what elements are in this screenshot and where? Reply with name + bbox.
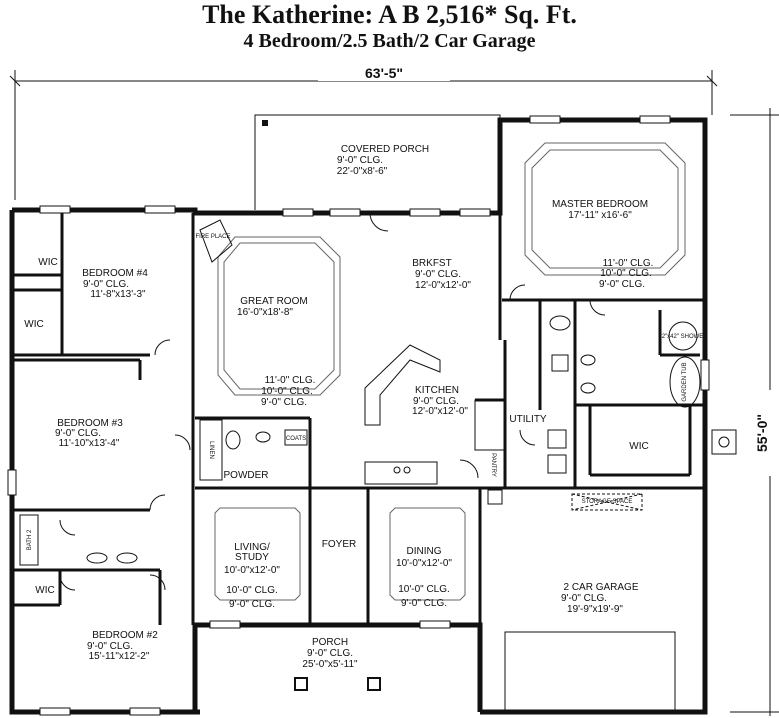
- brkfst-clg: 9'-0" CLG.: [415, 269, 461, 280]
- covered-porch-clg: 9'-0" CLG.: [337, 155, 383, 166]
- porch-size: 25'-0"x5'-11": [302, 659, 358, 670]
- dining-size: 10'-0"x12'-0": [396, 558, 452, 569]
- living-clg-1: 10'-0" CLG.: [226, 585, 278, 596]
- master-bedroom-size: 17'-11" x16'-6": [568, 210, 632, 221]
- bedroom3-clg: 9'-0" CLG.: [55, 428, 101, 439]
- living-clg-2: 9'-0" CLG.: [229, 599, 275, 610]
- kitchen-island: [364, 344, 441, 426]
- master-bedroom-name: MASTER BEDROOM: [552, 199, 648, 210]
- great-room-clg-2: 10'-0" CLG.: [261, 386, 313, 397]
- fireplace: [199, 219, 233, 263]
- width-dimension: 63'-5": [365, 65, 403, 81]
- depth-dimension: 55'-0": [754, 414, 770, 452]
- bedroom2-name: BEDROOM #2: [92, 630, 158, 641]
- linen-label: LINEN: [208, 441, 214, 459]
- covered-porch-name: COVERED PORCH: [341, 144, 429, 155]
- garage-name: 2 CAR GARAGE: [563, 582, 638, 593]
- plan-subtitle: 4 Bedroom/2.5 Bath/2 Car Garage: [243, 30, 536, 52]
- living-name-2: STUDY: [235, 552, 269, 563]
- kitchen-clg: 9'-0" CLG.: [413, 396, 459, 407]
- bedroom3-size: 11'-10"x13'-4": [59, 438, 120, 449]
- storage-label: STORAGE SPACE: [582, 499, 633, 505]
- ceiling-trays: [214, 142, 686, 601]
- master-clg-1: 11'-0" CLG.: [603, 258, 654, 269]
- great-room-name: GREAT ROOM: [240, 296, 307, 307]
- utility-name: UTILITY: [509, 414, 547, 425]
- garage-clg: 9'-0" CLG.: [561, 593, 607, 604]
- bedroom2-size: 15'-11"x12'-2": [89, 651, 150, 662]
- dining-clg-2: 9'-0" CLG.: [401, 598, 447, 609]
- post-marker: [262, 120, 268, 126]
- bath2-label: BATH 2: [27, 529, 33, 550]
- foyer-name: FOYER: [322, 539, 356, 550]
- porch-clg: 9'-0" CLG.: [307, 648, 353, 659]
- master-clg-2: 10'-0" CLG.: [600, 268, 652, 279]
- dining-name: DINING: [407, 546, 442, 557]
- fixture-shapes: [19, 315, 737, 713]
- wic1-name: WIC: [38, 257, 57, 268]
- master-clg-3: 9'-0" CLG.: [599, 279, 645, 290]
- master-wic-name: WIC: [629, 441, 648, 452]
- bedroom3-name: BEDROOM #3: [57, 418, 123, 429]
- dining-clg-1: 10'-0" CLG.: [398, 584, 450, 595]
- overall-dimension-lines: [9, 70, 779, 716]
- wic2-name: WIC: [24, 319, 43, 330]
- windows: [7, 115, 710, 716]
- great-room-clg-3: 9'-0" CLG.: [261, 397, 307, 408]
- great-room-clg-1: 11'-0" CLG.: [265, 375, 316, 386]
- powder-name: POWDER: [224, 470, 269, 481]
- pantry-label: PANTRY: [490, 453, 496, 477]
- bedroom4-clg: 9'-0" CLG.: [83, 279, 129, 290]
- wic3-name: WIC: [35, 585, 54, 596]
- living-name-1: LIVING/: [234, 542, 270, 553]
- bedroom4-name: BEDROOM #4: [82, 268, 148, 279]
- living-size: 10'-0"x12'-0": [224, 565, 280, 576]
- brkfst-name: BRKFST: [412, 258, 451, 269]
- kitchen-size: 12'-0"x12'-0": [412, 406, 468, 417]
- door-swings: [59, 212, 606, 591]
- garden-tub-label: GARDEN TUB: [682, 362, 688, 401]
- covered-porch-size: 22'-0"x8'-6": [337, 166, 388, 177]
- porch-name: PORCH: [312, 637, 348, 648]
- great-room-size: 16'-0"x18'-8": [237, 307, 293, 318]
- brkfst-size: 12'-0"x12'-0": [415, 280, 471, 291]
- kitchen-name: KITCHEN: [415, 385, 459, 396]
- porch-posts: [294, 677, 381, 691]
- coats-label: COATS: [286, 436, 306, 442]
- garage-size: 19'-9"x19'-9": [567, 604, 623, 615]
- shower-label: 42"x42" SHOWER: [658, 334, 708, 340]
- bedroom4-size: 11'-8"x13'-3": [90, 289, 146, 300]
- bedroom2-clg: 9'-0" CLG.: [87, 641, 133, 652]
- fireplace-label: FIRE PLACE: [195, 234, 230, 240]
- plan-title: The Katherine: A B 2,516* Sq. Ft.: [202, 0, 577, 29]
